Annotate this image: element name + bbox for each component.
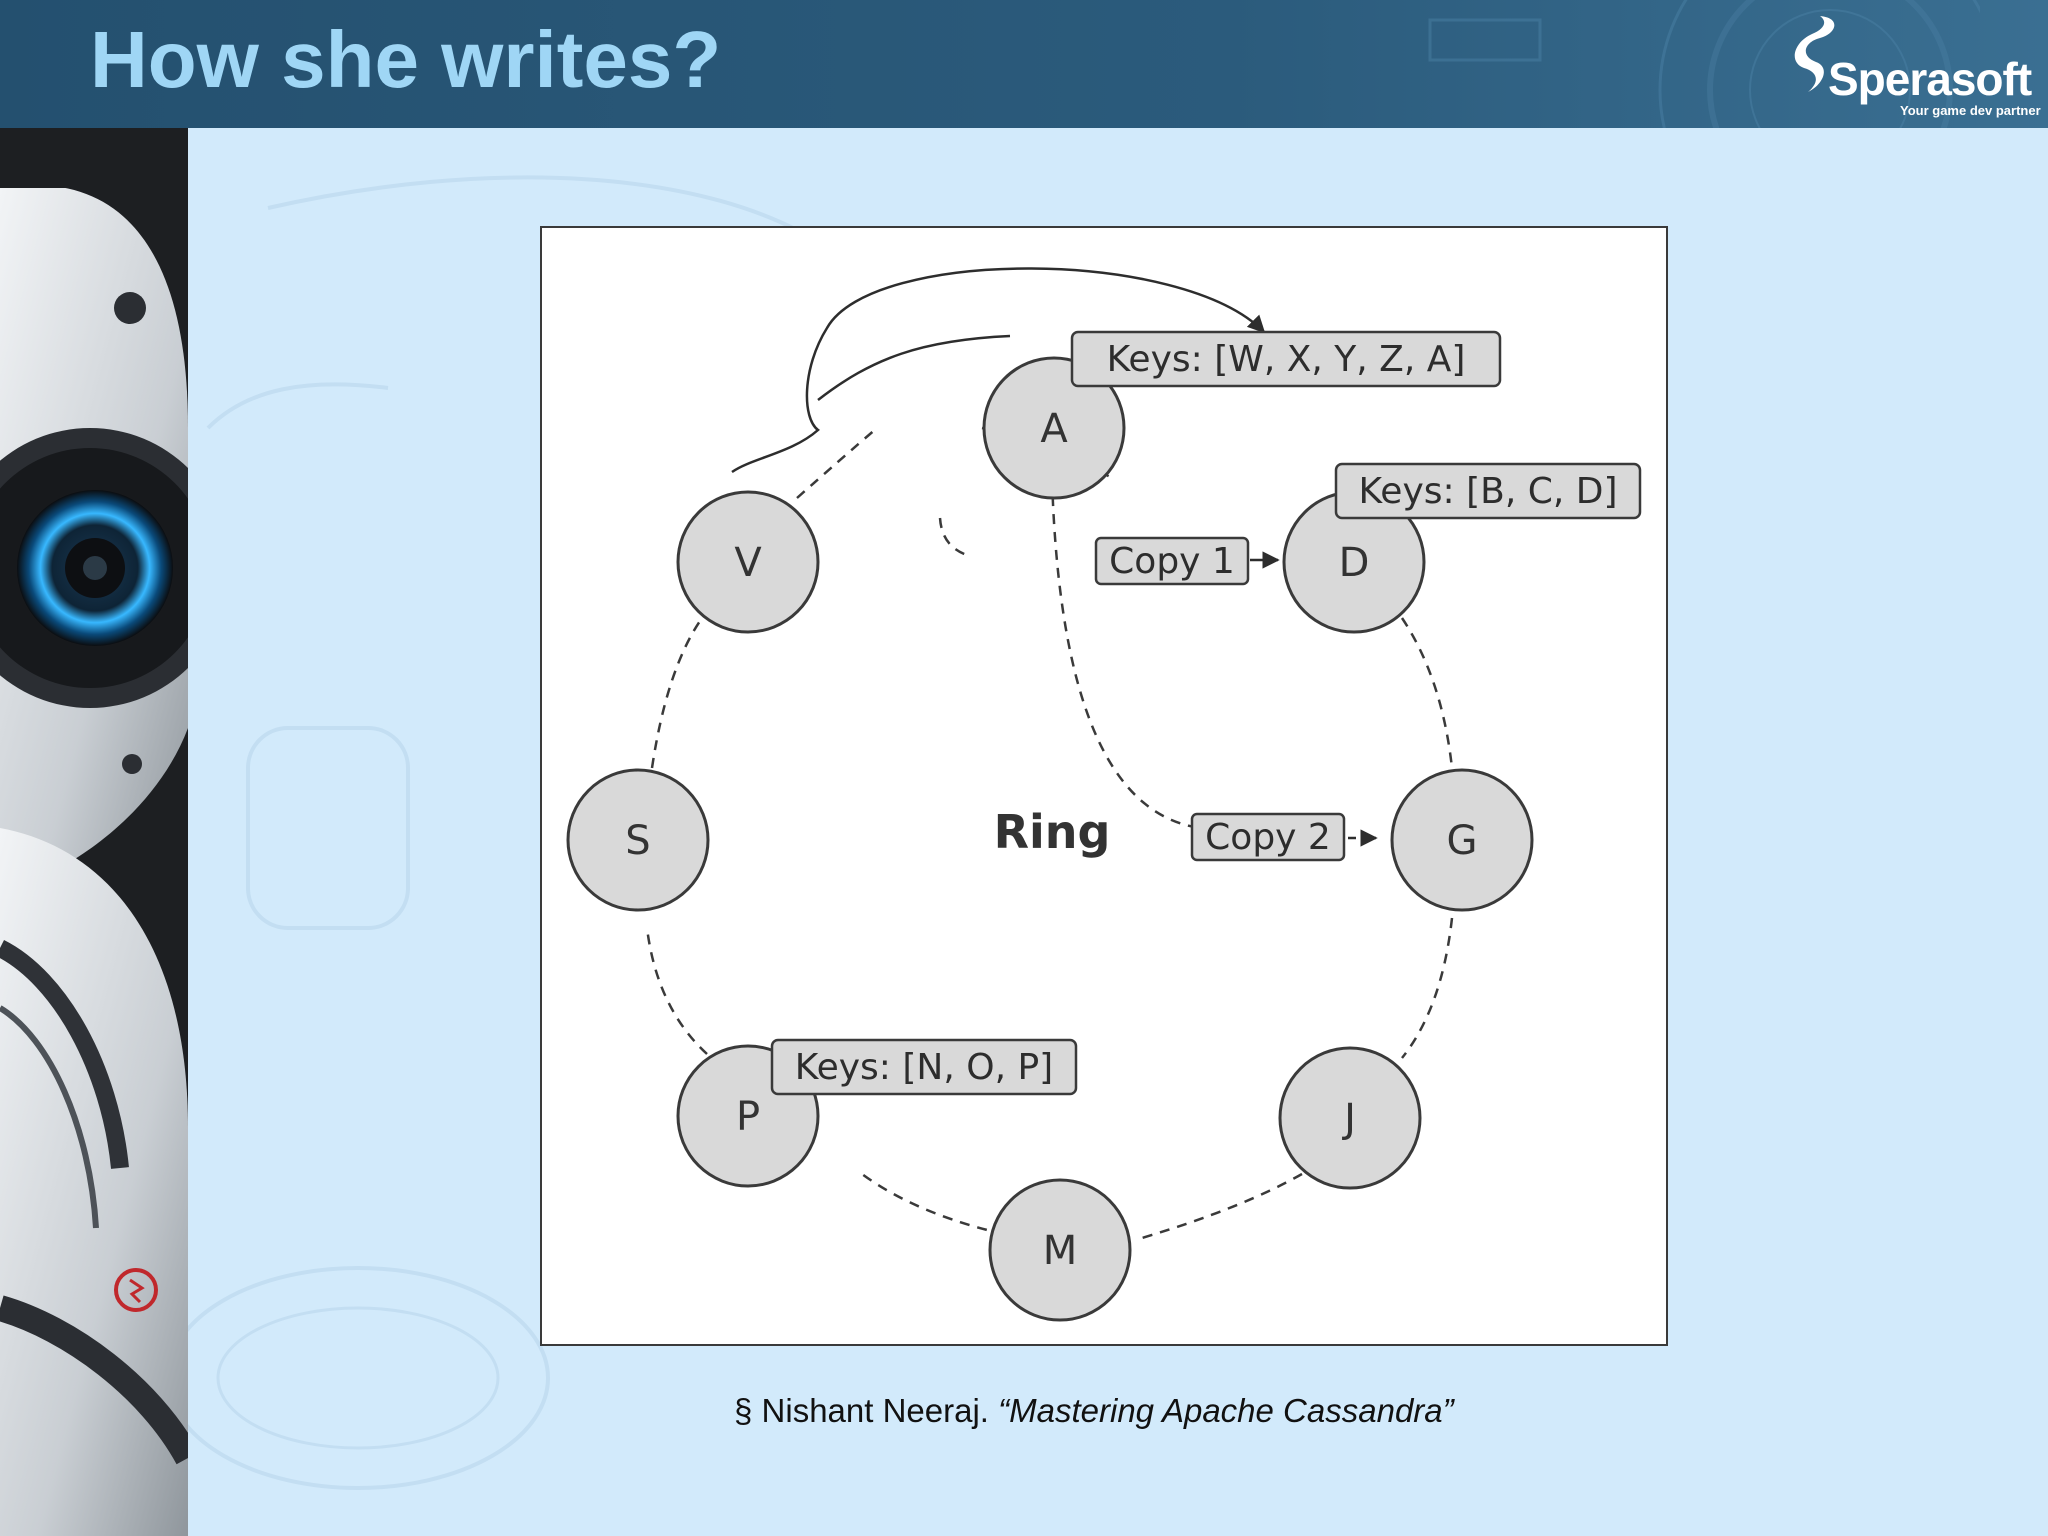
logo-wordmark: Sperasoft xyxy=(1828,53,2032,105)
ring-center-label: Ring xyxy=(994,805,1111,859)
copy-1-label: Copy 1 xyxy=(1109,541,1235,582)
ring-edge-d-g xyxy=(1400,617,1454,769)
slide-title: How she writes? xyxy=(90,15,722,104)
copy-2-path xyxy=(1050,477,1201,830)
sperasoft-logo-mark-icon xyxy=(1794,16,1835,92)
key-box-d: Keys: [B, C, D] xyxy=(1334,462,1642,520)
node-j: J xyxy=(1278,1046,1422,1190)
key-box-p-label: Keys: [N, O, P] xyxy=(795,1047,1053,1088)
ring-edge-g-j xyxy=(1401,917,1454,1059)
node-m: M xyxy=(988,1178,1132,1322)
copy-1-label-box: Copy 1 xyxy=(1094,536,1250,586)
node-a: A xyxy=(982,356,1126,500)
key-box-d-label: Keys: [B, C, D] xyxy=(1358,471,1617,512)
key-box-a: Keys: [W, X, Y, Z, A] xyxy=(1070,330,1502,388)
node-m-label: M xyxy=(1043,1228,1078,1274)
key-box-p: Keys: [N, O, P] xyxy=(770,1038,1078,1096)
caption-bullet: § xyxy=(734,1392,753,1429)
node-p-label: P xyxy=(736,1094,760,1140)
node-j-label: J xyxy=(1341,1096,1356,1142)
node-v-label: V xyxy=(734,540,762,586)
ring-edge-j-m xyxy=(1141,1172,1303,1240)
caption-author: Nishant Neeraj. xyxy=(761,1392,999,1429)
ring-edge-s-v xyxy=(650,617,704,769)
header-decoration xyxy=(1428,0,1980,128)
forward-curve xyxy=(731,267,1266,474)
node-d-label: D xyxy=(1339,540,1370,586)
ring-edge-p-s xyxy=(645,927,708,1055)
copy-1-path xyxy=(938,517,971,558)
copy-2-label-box: Copy 2 xyxy=(1190,812,1346,862)
copy-2-label: Copy 2 xyxy=(1205,817,1331,858)
background-decoration xyxy=(188,175,830,1490)
source-caption: § Nishant Neeraj. “Mastering Apache Cass… xyxy=(734,1392,1454,1430)
logo-tagline: Your game dev partner xyxy=(1900,103,2041,118)
ring-connections xyxy=(645,426,1454,1240)
caption-source-title: “Mastering Apache Cassandra” xyxy=(998,1392,1454,1429)
key-box-a-label: Keys: [W, X, Y, Z, A] xyxy=(1107,339,1466,380)
node-g: G xyxy=(1390,768,1534,912)
node-v: V xyxy=(676,490,820,634)
slide-header: How she writes? Sperasoft Your game dev … xyxy=(0,0,2048,128)
node-d: D xyxy=(1282,490,1426,634)
node-g-label: G xyxy=(1447,818,1478,864)
sperasoft-logo: Sperasoft Your game dev partner xyxy=(1728,10,2041,120)
node-a-label: A xyxy=(1040,406,1068,452)
robot-illustration xyxy=(0,128,188,1536)
node-s: S xyxy=(566,768,710,912)
forward-curve-tail xyxy=(817,334,1011,401)
ring-edge-v-a xyxy=(796,427,878,499)
node-s-label: S xyxy=(625,818,650,864)
ring-diagram: A D G J M P S xyxy=(540,226,1668,1346)
